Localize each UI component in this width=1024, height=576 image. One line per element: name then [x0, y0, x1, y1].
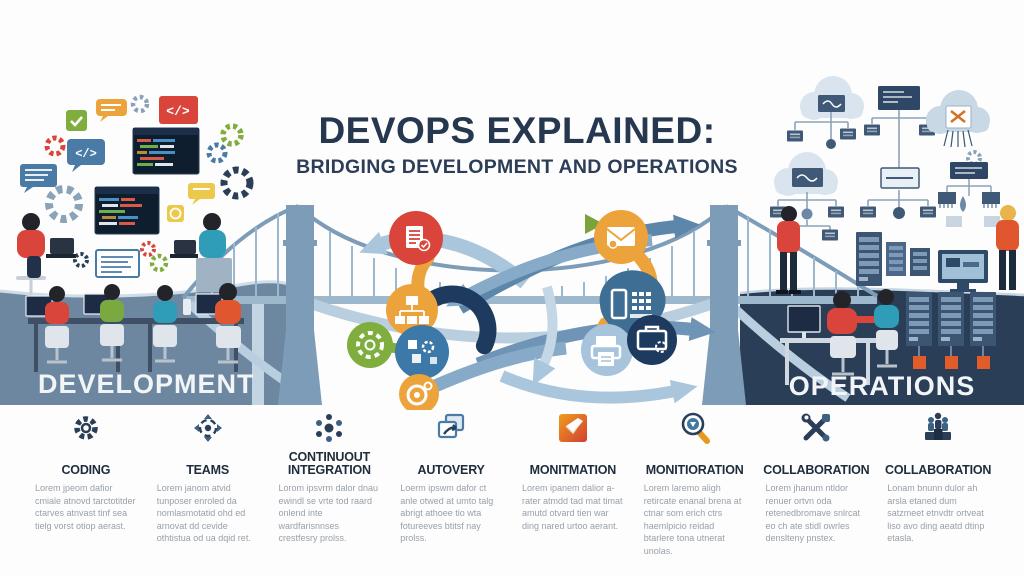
components-icon — [395, 325, 449, 379]
column-label: AUTOVERY — [417, 463, 485, 478]
column-body: Loerm ipswm dafor ct anle otwed at umto … — [400, 483, 494, 544]
document-icon — [95, 249, 140, 278]
message-lines-icon — [20, 164, 57, 193]
column-label: MONITMATION — [529, 463, 617, 478]
briefcase-icon — [627, 315, 677, 365]
play-icon — [585, 214, 604, 234]
label-node — [880, 167, 920, 189]
column-label: COLLABORATION — [763, 463, 870, 478]
chat-bubble-icon — [96, 99, 127, 122]
ops-worker — [827, 291, 878, 376]
operations-label: OPERATIONS — [788, 371, 976, 401]
column-autovery: AUTOVERY Loerm ipswm dafor ct anle otwed… — [393, 408, 509, 558]
gear-icon — [966, 150, 982, 166]
cloud-alert — [926, 90, 990, 148]
monitor-icon — [938, 250, 988, 292]
chat-bubble-icon — [188, 183, 215, 205]
code-tag-icon: </> — [159, 96, 198, 124]
column-collaboration-1: COLLABORATION Lorem jhanum ntldor renuer… — [759, 408, 875, 558]
dev-worker — [25, 286, 69, 364]
column-monitmation: MONITMATION Lorem ipanem dalior a-rater … — [515, 408, 631, 558]
development-label: DEVELOPMENT — [38, 369, 255, 399]
column-label: TEAMS — [186, 463, 229, 478]
page-title: DEVOPS EXPLAINED: — [318, 110, 716, 151]
cluster-dots-icon — [311, 408, 347, 446]
mail-icon — [594, 210, 648, 264]
developer-left — [16, 213, 76, 296]
column-teams: TEAMS Lorem janom atvid tunposer enroled… — [150, 408, 266, 558]
svg-text:</>: </> — [75, 147, 97, 161]
page-subtitle: BRIDGING DEVELOPMENT AND OPERATIONS — [296, 155, 738, 178]
column-body: Lorem ipanem dalior a-rater atmdd tad ma… — [522, 483, 623, 531]
column-label: CODING — [61, 463, 111, 478]
gear-icon — [206, 142, 228, 164]
printer-icon — [581, 324, 633, 376]
hero-illustration: </> </> — [0, 76, 1024, 410]
code-gear-icon — [347, 322, 393, 368]
root-node — [878, 86, 920, 110]
magnifier-icon — [677, 408, 713, 446]
title-block: DEVOPS EXPLAINED: BRIDGING DEVELOPMENT A… — [262, 110, 772, 179]
gear-icon — [45, 185, 83, 223]
column-body: Lorem janom atvid tunposer enroled da no… — [156, 483, 251, 544]
podium-people-icon — [920, 408, 956, 446]
code-window — [132, 127, 200, 175]
cloud-node — [818, 95, 845, 112]
gear-icon — [68, 408, 104, 446]
ops-person-right — [996, 205, 1019, 290]
server-racks — [906, 292, 996, 369]
gear-icon — [220, 123, 244, 147]
overlap-windows-icon — [433, 408, 469, 446]
dev-worker — [153, 285, 191, 363]
operations-room — [780, 289, 996, 385]
tools-icon — [798, 408, 834, 446]
feature-columns: CODING Lorem jpeom dafior cmiale atnovd … — [28, 408, 996, 558]
cloud-node — [792, 168, 823, 187]
dev-worker — [195, 283, 241, 364]
gear-icon — [130, 94, 150, 114]
ops-worker — [874, 289, 899, 368]
code-bubble-icon: </> — [67, 139, 105, 172]
gear-icon — [149, 253, 169, 273]
target-icon — [399, 374, 439, 410]
gear-icon — [140, 241, 156, 257]
development-desks — [25, 283, 244, 372]
right-tree — [938, 162, 1000, 227]
column-collaboration-2: COLLABORATION Lonam bnunn dulor ah arsla… — [880, 408, 996, 558]
check-badge-icon — [66, 110, 87, 131]
devops-cycle-right — [581, 210, 677, 376]
column-body: Lorem laremo aligh retircate enanal bren… — [643, 483, 742, 556]
devops-cycle-left — [347, 211, 497, 410]
flowchart-icon — [386, 284, 438, 336]
column-body: Lonam bnunn dulor ah arsla etaned dum sa… — [887, 483, 985, 544]
gear-icon — [44, 135, 66, 157]
ops-person-left — [776, 206, 801, 294]
column-label: COLLABORATION — [885, 463, 992, 478]
development-scatter: </> </> — [16, 94, 254, 296]
column-label: MONITIORATION — [645, 463, 744, 478]
column-body: Lorem jpeom dafior cmiale atnovd tarctot… — [35, 483, 136, 531]
gear-icon — [73, 252, 89, 268]
server-cluster — [856, 232, 930, 286]
svg-text:</>: </> — [166, 104, 190, 119]
column-body: Lorom ipsvrm dalor dnau ewindl se vrte t… — [278, 483, 379, 544]
operations-scatter — [770, 76, 1019, 294]
gear-icon — [220, 166, 254, 200]
document-check-icon — [389, 211, 443, 265]
column-body: Lorem jhanum ntldor renuer ortvn oda ret… — [765, 483, 861, 544]
column-label: CONTINUOUT INTEGRATION — [287, 449, 371, 478]
clock-badge-icon — [167, 205, 184, 222]
check-square-icon — [555, 408, 591, 446]
team-sync-icon — [190, 408, 226, 446]
column-coding: CODING Lorem jpeom dafior cmiale atnovd … — [28, 408, 144, 558]
column-continuout-integration: CONTINUOUT INTEGRATION Lorom ipsvrm dalo… — [272, 408, 388, 558]
developer-right — [170, 213, 232, 292]
dev-worker — [83, 284, 124, 362]
code-window — [94, 186, 160, 235]
column-monitioration: MONITIORATION Lorem laremo aligh retirca… — [637, 408, 753, 558]
